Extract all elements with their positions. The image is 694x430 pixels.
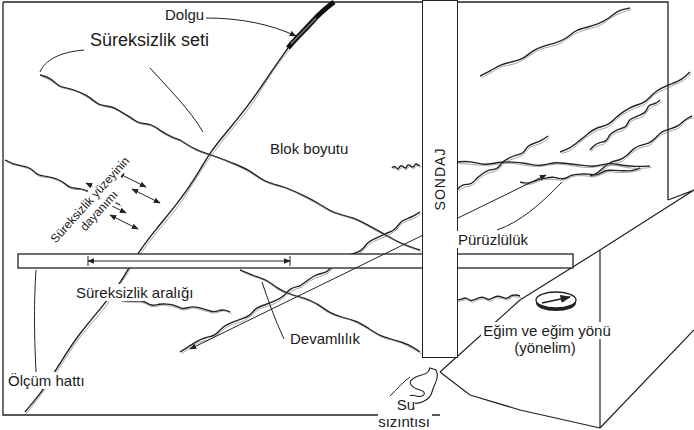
discontinuity-trace: [459, 297, 522, 303]
discontinuity-lines: [5, 8, 694, 414]
infill-label: Dolgu: [163, 6, 206, 23]
discontinuity-trace: [242, 272, 422, 354]
discontinuity-trace: [482, 10, 632, 78]
borehole-band: SONDAJ: [422, 0, 458, 358]
spacing-arrow: [88, 261, 290, 262]
discontinuity-trace: [182, 142, 422, 252]
label-text: Süreksizlik aralığı: [74, 284, 196, 301]
discontinuity-trace: [522, 170, 642, 185]
block-size-label: Blok boyutu: [268, 140, 350, 157]
infill-texture: [291, 18, 316, 44]
strength-label: Süreksizlik yüzeyinin dayanımı: [35, 141, 156, 271]
strength-arrow: [110, 215, 138, 229]
discontinuity-trace: [122, 302, 232, 314]
outcrop-outline: [3, 2, 668, 415]
measurement-line-label: Ölçüm hattı: [6, 372, 87, 389]
discontinuity-line: [300, 212, 420, 286]
discontinuity-line: [480, 8, 630, 76]
discontinuity-trace: [459, 163, 652, 168]
label-text: Ölçüm hattı: [6, 372, 87, 389]
slope-face: [440, 190, 694, 428]
strength-arrow: [132, 189, 160, 203]
discontinuity-trace: [42, 77, 182, 142]
discontinuity-trace: [302, 214, 422, 288]
label-text: Süreksizlik seti: [88, 30, 211, 50]
discontinuity-line: [560, 72, 690, 152]
spacing-tick: [88, 256, 89, 266]
compass-symbol: [536, 292, 576, 311]
discontinuity-trace: [182, 288, 302, 354]
discontinuity-trace: [27, 50, 290, 414]
seepage-label: Su sızıntısı: [370, 396, 440, 430]
label-text: Su sızıntısı: [378, 396, 432, 430]
roughness-label: Pürüzlülük: [456, 231, 530, 248]
discontinuity-line: [120, 300, 230, 312]
strength-arrow: [118, 173, 146, 187]
spacing-label: Süreksizlik aralığı: [74, 284, 196, 301]
infill-band: [288, 2, 334, 48]
label-text: Blok boyutu: [268, 140, 350, 157]
label-text: Devamlılık: [288, 330, 362, 347]
label-text: Süreksizlik yüzeyinin dayanımı: [46, 154, 132, 247]
label-text: Pürüzlülük: [456, 231, 530, 248]
discontinuity-line: [590, 100, 660, 150]
borehole-label: SONDAJ: [432, 148, 448, 211]
discontinuity-line: [180, 286, 300, 352]
label-text: Dolgu: [163, 6, 206, 23]
discontinuity-trace: [592, 102, 662, 152]
orientation-label: Eğim ve eğim yönü (yönelim): [466, 322, 626, 357]
label-text: Eğim ve eğim yönü (yönelim): [481, 322, 611, 356]
discontinuity-trace: [394, 166, 422, 171]
discontinuity-line: [25, 48, 288, 412]
leader-lines: [35, 18, 563, 396]
discontinuity-trace: [562, 74, 692, 154]
persistence-label: Devamlılık: [288, 330, 362, 347]
measurement-line: [18, 254, 573, 268]
spacing-tick: [290, 256, 291, 266]
set-label: Süreksizlik seti: [88, 30, 211, 51]
